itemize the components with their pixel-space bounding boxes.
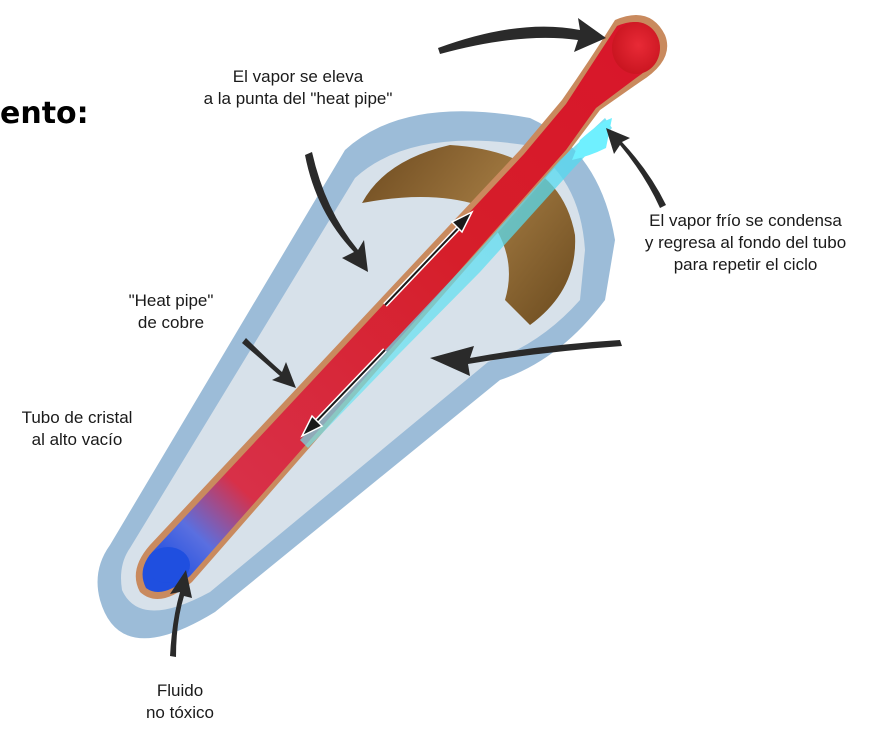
label-vapor-rises: El vapor se eleva a la punta del "heat p… <box>168 66 428 110</box>
label-glass-tube-line-2: al alto vacío <box>2 429 152 451</box>
label-vapor-rises-line-2: a la punta del "heat pipe" <box>168 88 428 110</box>
label-glass-tube-line-1: Tubo de cristal <box>2 407 152 429</box>
label-glass-tube: Tubo de cristal al alto vacío <box>2 407 152 451</box>
label-vapor-condenses: El vapor frío se condensa y regresa al f… <box>608 210 883 276</box>
label-vapor-condenses-line-3: para repetir el ciclo <box>608 254 883 276</box>
label-vapor-rises-line-1: El vapor se eleva <box>168 66 428 88</box>
arrow-tip <box>438 18 606 54</box>
label-fluid-line-1: Fluido <box>120 680 240 702</box>
label-fluid-line-2: no tóxico <box>120 702 240 724</box>
section-heading: ento: <box>0 96 89 131</box>
label-heat-pipe: "Heat pipe" de cobre <box>96 290 246 334</box>
heat-pipe-tip <box>612 22 660 74</box>
label-vapor-condenses-line-1: El vapor frío se condensa <box>608 210 883 232</box>
label-heat-pipe-line-1: "Heat pipe" <box>96 290 246 312</box>
label-vapor-condenses-line-2: y regresa al fondo del tubo <box>608 232 883 254</box>
label-heat-pipe-line-2: de cobre <box>96 312 246 334</box>
arrow-condense <box>606 128 666 208</box>
label-fluid: Fluido no tóxico <box>120 680 240 724</box>
